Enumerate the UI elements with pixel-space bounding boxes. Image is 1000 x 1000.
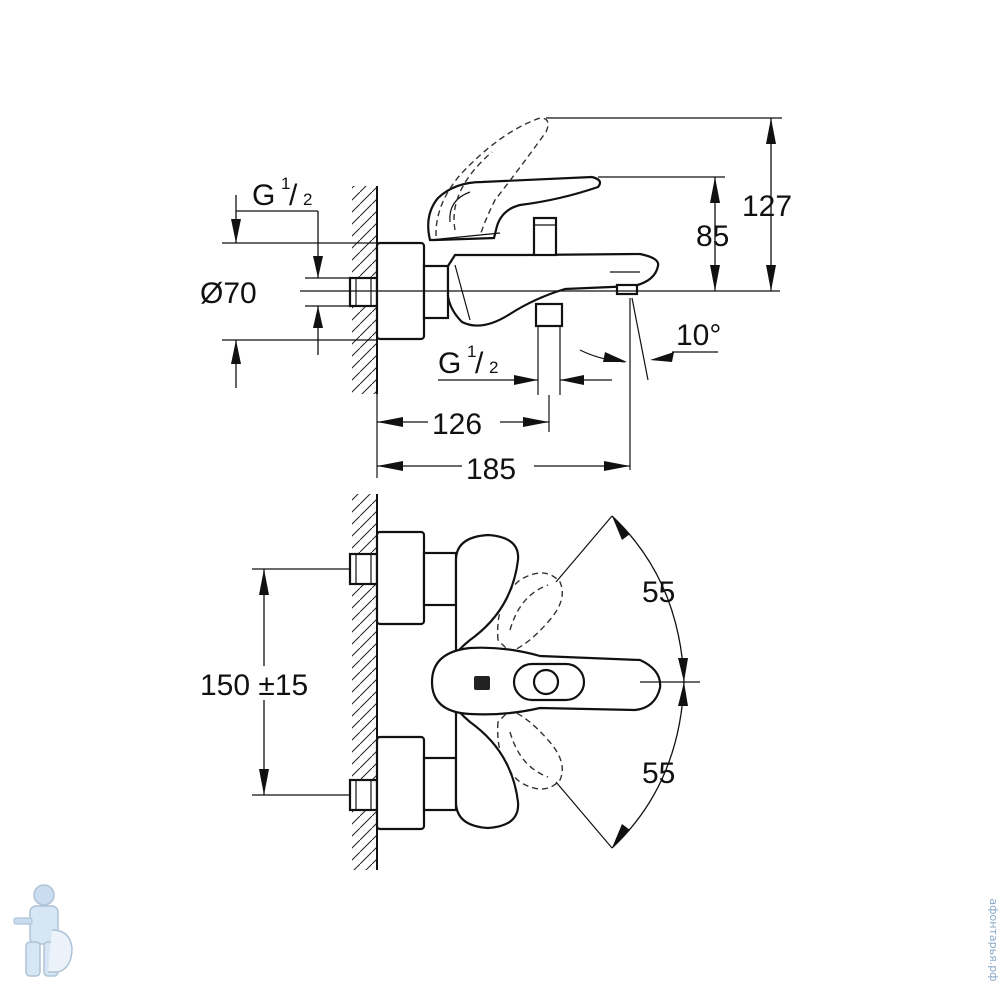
dimension-185: 185 [377, 448, 630, 486]
dimension-55-upper: 55 [611, 515, 688, 683]
dimension-126: 126 [376, 394, 550, 478]
diameter-70-label: Ø70 [200, 277, 257, 310]
dim-55-lower-label: 55 [642, 757, 675, 790]
g-half-bottom-letter: G [438, 347, 461, 380]
dimension-85: 85 [598, 176, 729, 291]
plumber-mascot-icon [13, 884, 73, 977]
g-half-bottom-den: 2 [489, 358, 498, 377]
dim-85-label: 85 [696, 220, 729, 253]
shower-outlet-side [534, 302, 564, 395]
diverter-knob-top [532, 668, 560, 696]
upper-inlet-top [348, 530, 458, 626]
aerator-side [615, 283, 639, 296]
dim-185-label: 185 [466, 453, 516, 486]
dim-126-label: 126 [432, 408, 482, 441]
diverter-knob-side [532, 216, 558, 257]
dim-127-label: 127 [742, 190, 792, 223]
dimension-g-half-bottom: G 1 / 2 [438, 342, 612, 385]
dim-10-degree-label: 10° [676, 319, 721, 352]
lower-inlet-top [348, 735, 458, 831]
g-half-bottom-num: 1 [467, 342, 476, 361]
lever-handle-raised-dashed [435, 117, 549, 237]
dim-55-upper-label: 55 [642, 576, 675, 609]
dimension-55-lower: 55 [611, 681, 688, 849]
g-half-left-slash: / [289, 179, 298, 212]
dimension-150: 150 ±15 [198, 568, 350, 796]
wall-connector-side [348, 276, 379, 308]
g-half-left-letter: G [252, 179, 275, 212]
side-view: 127 85 10° [200, 117, 792, 486]
lever-indicator-top [474, 676, 490, 690]
watermark-text: афонтарья.рф [987, 898, 1000, 981]
top-view: 55 55 150 ±15 [198, 494, 700, 870]
g-half-left-den: 2 [303, 190, 312, 209]
dimension-g-half-left: G 1 / 2 Ø70 [200, 174, 377, 388]
mixer-body-side [446, 252, 660, 327]
lever-handle-side [427, 175, 602, 242]
wall-top [352, 494, 378, 870]
dimension-10-degree: 10° [579, 297, 721, 470]
g-half-left-num: 1 [281, 174, 290, 193]
g-half-bottom-slash: / [475, 347, 484, 380]
dim-150-label: 150 ±15 [200, 669, 308, 702]
connector-collar-side [422, 264, 450, 320]
dimension-127: 127 [546, 117, 792, 291]
